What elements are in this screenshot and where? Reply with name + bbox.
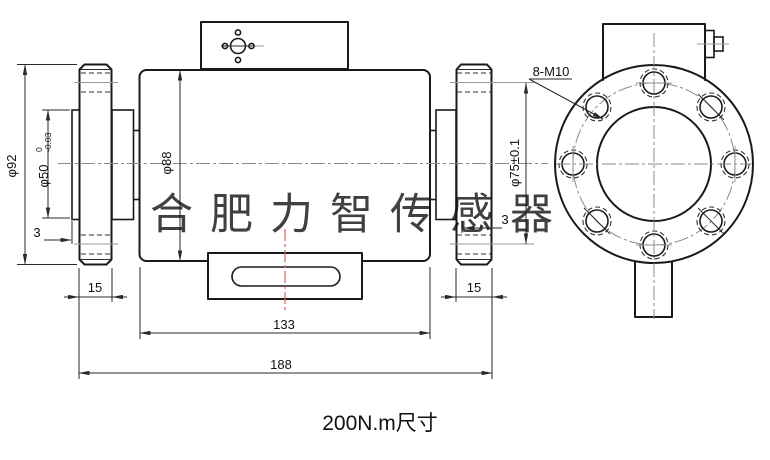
- dim-phi50-value: φ50: [36, 165, 51, 188]
- dim-label-phi88: φ88: [159, 152, 174, 175]
- dim-label-flange-width-right: 15: [467, 280, 481, 295]
- connector-box: [200, 21, 349, 70]
- watermark: 合肥力智传感器: [150, 191, 570, 239]
- front-connector: [697, 29, 729, 59]
- dim-label-phi92: φ92: [4, 155, 19, 178]
- dim-label-phi50: φ50 0 -0.03: [34, 132, 53, 187]
- dim-label-step-left: 3: [33, 225, 40, 240]
- dimension-lines: [17, 63, 604, 379]
- dim-phi50-tol-lower: -0.03: [43, 132, 53, 152]
- dim-label-phi75: φ75±0.1: [507, 139, 522, 187]
- mounting-slot: [231, 266, 341, 287]
- side-view: [58, 21, 548, 313]
- front-view: [554, 23, 754, 319]
- left-flange: [74, 63, 118, 266]
- right-flange: [455, 63, 493, 266]
- dim-label-body-length: 133: [273, 317, 295, 332]
- dim-label-overall-length: 188: [270, 357, 292, 372]
- dim-label-flange-width-left: 15: [88, 280, 102, 295]
- bolt-callout: 8-M10: [533, 64, 570, 79]
- left-boss: [111, 109, 140, 221]
- dim-phi50-tol-upper: 0: [34, 147, 44, 152]
- dimension-labels: φ92 φ50 0 -0.03 φ88 φ75±0.1 8-M10 15 15 …: [4, 64, 569, 372]
- caption: 200N.m尺寸: [322, 412, 438, 435]
- dim-label-step-right: 3: [501, 212, 508, 227]
- left-hub: [71, 109, 81, 221]
